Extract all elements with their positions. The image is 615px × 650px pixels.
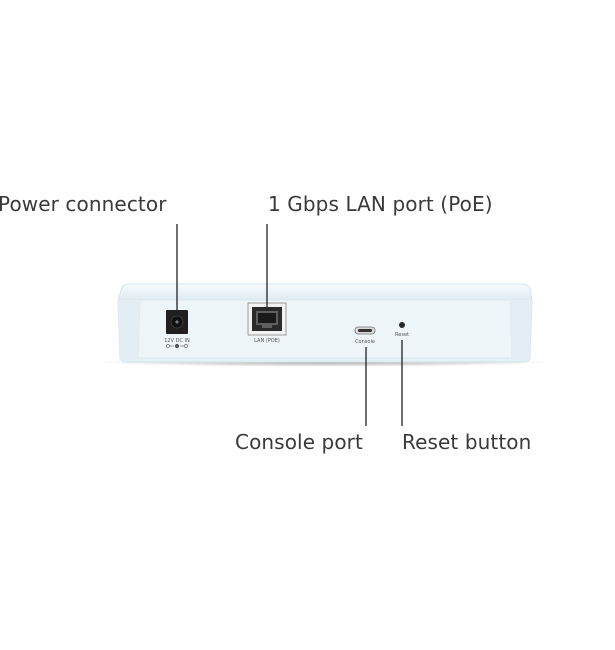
lan-port-callout: 1 Gbps LAN port (PoE) — [268, 192, 493, 216]
reset-button — [399, 322, 405, 328]
device-right-side — [510, 300, 532, 362]
device-rear-panel — [137, 299, 513, 359]
console-port — [354, 326, 376, 335]
device-top-lip — [117, 283, 533, 301]
power-connector — [166, 310, 188, 334]
lan-port-label: LAN (POE) — [254, 338, 280, 344]
console-port-callout: Console port — [235, 430, 363, 454]
power-port-label: 12V DC IN — [164, 338, 190, 344]
lan-port — [247, 302, 287, 336]
device-left-side — [118, 300, 140, 362]
dc-polarity-icon — [166, 343, 188, 349]
power-connector-callout: Power connector — [0, 192, 167, 216]
reset-button-label: Reset — [395, 332, 409, 338]
reset-button-callout: Reset button — [402, 430, 532, 454]
console-port-label: Console — [355, 339, 375, 345]
